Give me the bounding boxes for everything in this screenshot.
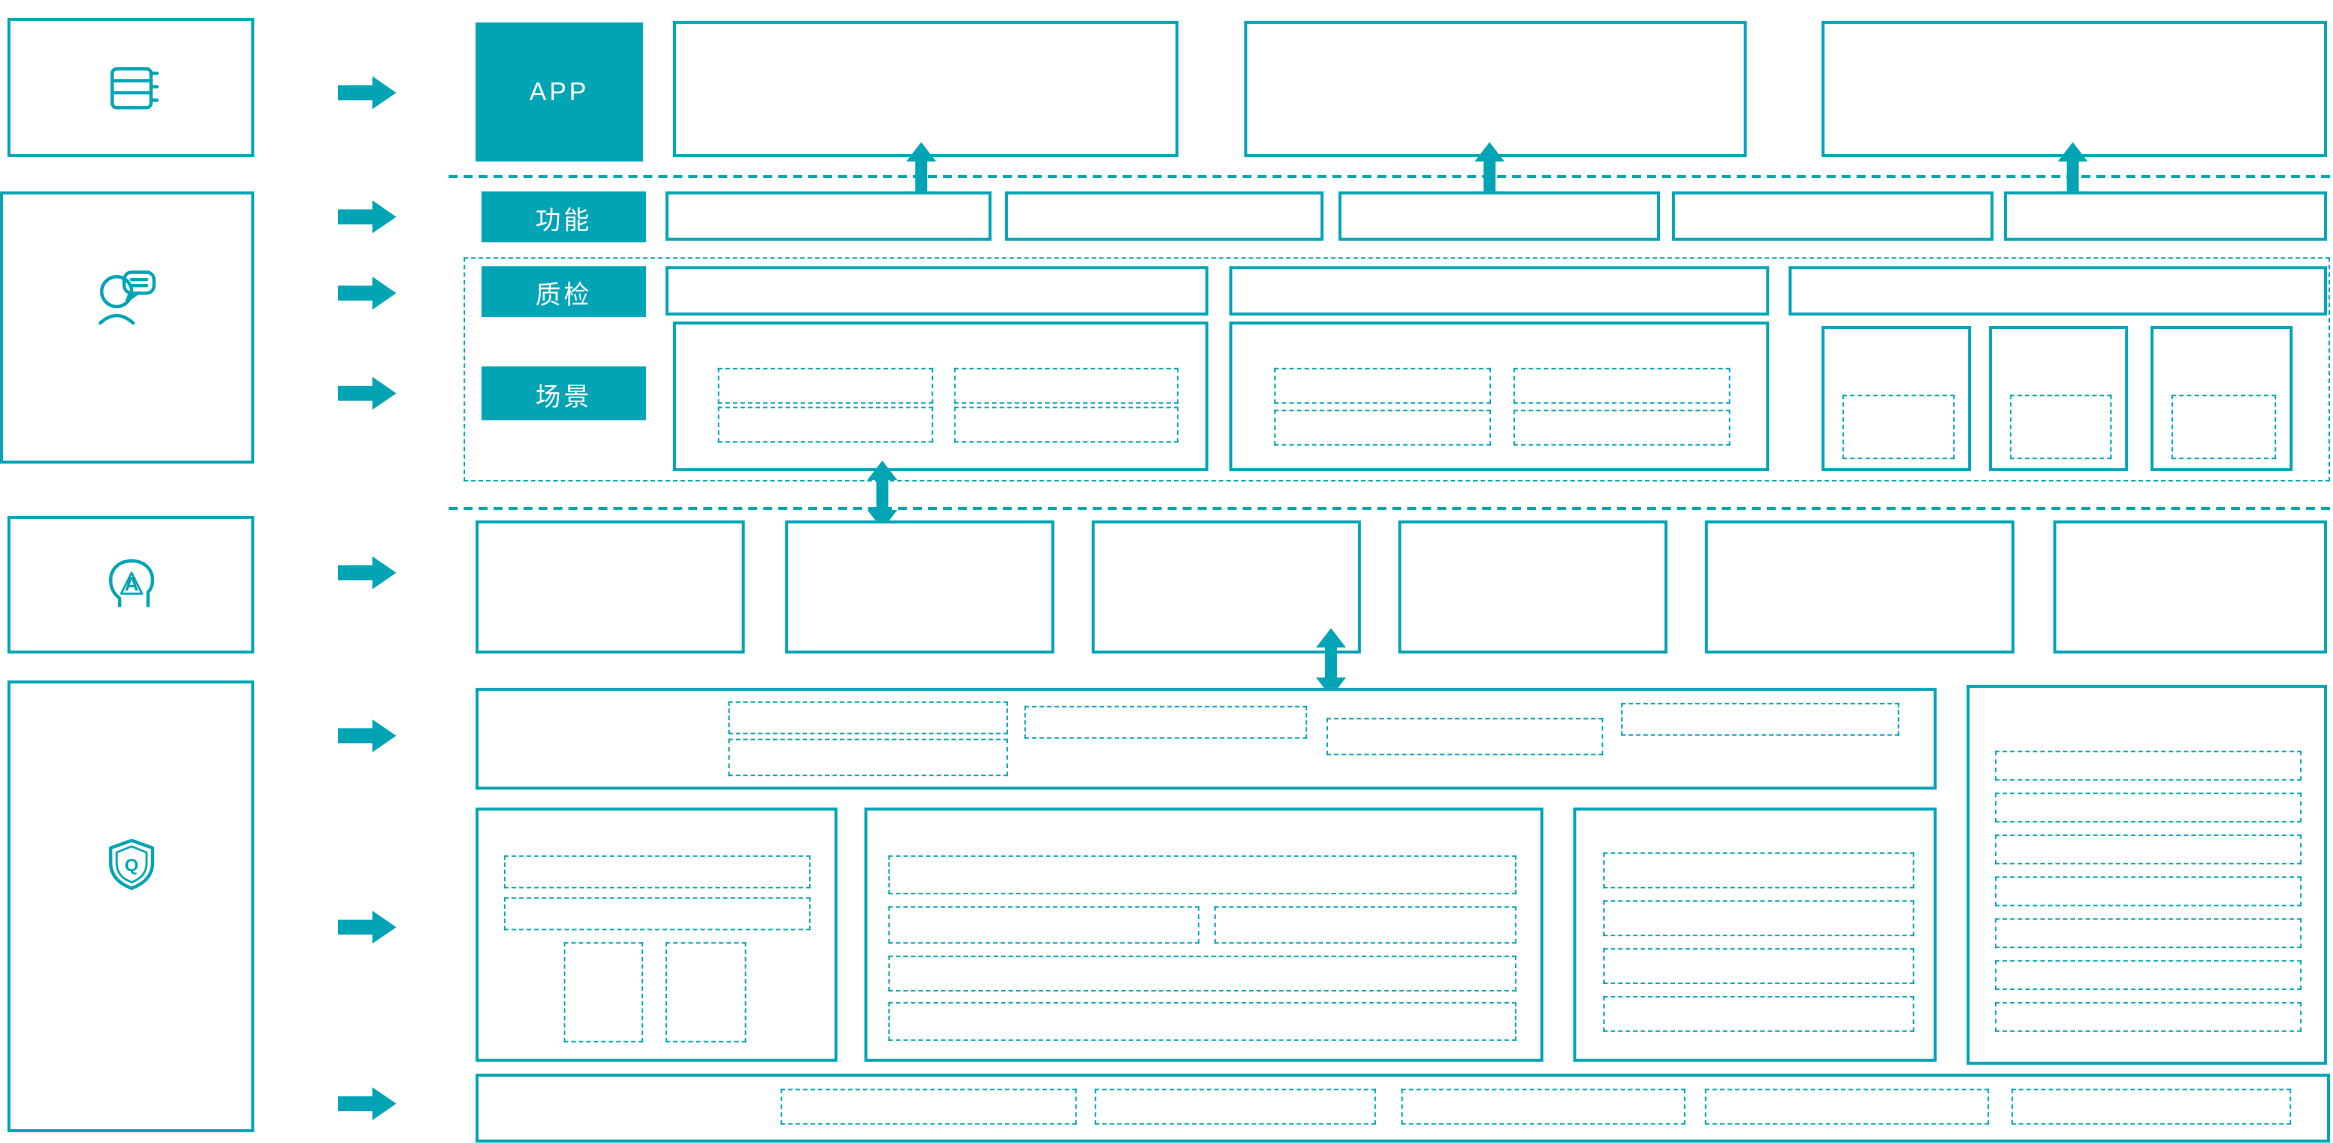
inspection-box-3 — [1788, 266, 2327, 316]
flow-arrow-right-4 — [337, 376, 397, 410]
left-panel-1 — [7, 17, 255, 158]
placeholder-field — [1603, 900, 1915, 937]
placeholder-field — [1513, 409, 1731, 446]
module-box-5 — [1704, 520, 2015, 654]
inspection-box-2 — [1229, 266, 1770, 316]
placeholder-field — [717, 406, 934, 443]
scene-box-4 — [1989, 326, 2129, 472]
detail-box-middle — [864, 807, 1544, 1062]
flow-arrow-right-7 — [337, 910, 397, 944]
placeholder-field — [888, 855, 1517, 895]
flow-arrow-right-5 — [337, 556, 397, 590]
placeholder-field — [780, 1088, 1077, 1125]
module-box-6 — [2053, 520, 2327, 654]
placeholder-field — [1024, 705, 1308, 739]
placeholder-field — [1621, 702, 1900, 736]
app-box-2 — [1244, 20, 1747, 158]
scene-label: 场景 — [481, 366, 647, 421]
placeholder-field — [728, 738, 1008, 777]
placeholder-field — [2171, 394, 2277, 460]
separator-dashed-line-2 — [448, 506, 2330, 510]
inspection-box-1 — [665, 266, 1209, 316]
placeholder-field — [1274, 409, 1492, 446]
function-box-3 — [1338, 191, 1661, 241]
placeholder-field — [1994, 750, 2302, 781]
placeholder-field — [1094, 1088, 1376, 1125]
module-box-1 — [475, 520, 745, 654]
placeholder-field — [888, 955, 1517, 992]
app-label: APP — [475, 22, 644, 162]
placeholder-field — [1603, 996, 1915, 1032]
flow-arrow-right-3 — [337, 276, 397, 310]
flow-arrow-vertical-4 — [867, 460, 898, 530]
placeholder-field — [503, 855, 811, 889]
scene-box-5 — [2150, 326, 2293, 472]
flow-arrow-right-2 — [337, 200, 397, 234]
svg-text:Q: Q — [124, 855, 138, 875]
separator-dashed-line-1 — [448, 174, 2330, 178]
placeholder-field — [1704, 1088, 1990, 1125]
placeholder-field — [1994, 960, 2302, 991]
placeholder-field — [1401, 1088, 1686, 1125]
app-box-3 — [1821, 20, 2327, 158]
module-box-4 — [1398, 520, 1668, 654]
function-box-4 — [1671, 191, 1994, 241]
placeholder-field — [563, 942, 644, 1043]
placeholder-field — [1513, 367, 1731, 404]
placeholder-field — [888, 906, 1200, 944]
placeholder-field — [1994, 1001, 2302, 1032]
inspection-label: 质检 — [481, 266, 647, 318]
module-box-2 — [785, 520, 1055, 654]
placeholder-field — [2011, 1088, 2292, 1125]
detail-box-left — [475, 807, 838, 1062]
placeholder-field — [503, 897, 811, 931]
function-label: 功能 — [481, 191, 647, 243]
server-stack-icon — [109, 66, 158, 109]
quality-shield-icon: Q — [108, 838, 154, 890]
placeholder-field — [888, 1001, 1517, 1041]
placeholder-field — [1994, 876, 2302, 907]
placeholder-field — [954, 367, 1179, 404]
placeholder-field — [1603, 852, 1915, 889]
detail-box-right — [1573, 807, 1937, 1062]
detail-strip-box — [475, 687, 1937, 790]
function-box-2 — [1004, 191, 1324, 241]
placeholder-field — [2009, 394, 2112, 460]
placeholder-field — [954, 406, 1179, 443]
flow-arrow-right-1 — [337, 76, 397, 110]
placeholder-field — [1214, 906, 1517, 944]
flow-arrow-vertical-5 — [1316, 628, 1346, 697]
left-panel-3: A — [7, 515, 255, 654]
module-box-3 — [1091, 520, 1361, 654]
ai-assistant-icon: A — [108, 559, 154, 608]
left-panel-2 — [0, 191, 255, 464]
scene-box-1 — [672, 321, 1209, 472]
support-agent-icon — [98, 270, 156, 325]
placeholder-field — [1326, 717, 1604, 756]
placeholder-field — [728, 701, 1008, 735]
placeholder-field — [1994, 834, 2302, 865]
function-box-5 — [2003, 191, 2327, 241]
placeholder-field — [1842, 394, 1955, 460]
placeholder-field — [1994, 792, 2302, 823]
function-box-1 — [665, 191, 992, 241]
placeholder-field — [1603, 948, 1915, 985]
placeholder-field — [1274, 367, 1492, 404]
flow-arrow-right-6 — [337, 719, 397, 753]
scene-box-3 — [1821, 326, 1972, 472]
placeholder-field — [665, 942, 747, 1043]
inspection-scene-group — [463, 257, 2330, 482]
placeholder-field — [717, 367, 934, 404]
flow-arrow-right-8 — [337, 1087, 397, 1121]
scene-box-2 — [1229, 321, 1770, 472]
placeholder-field — [1994, 918, 2302, 949]
left-panel-4: Q — [7, 680, 255, 1133]
bottom-strip-box — [475, 1073, 2330, 1143]
app-box-1 — [672, 20, 1179, 158]
right-list-box — [1966, 684, 2327, 1065]
